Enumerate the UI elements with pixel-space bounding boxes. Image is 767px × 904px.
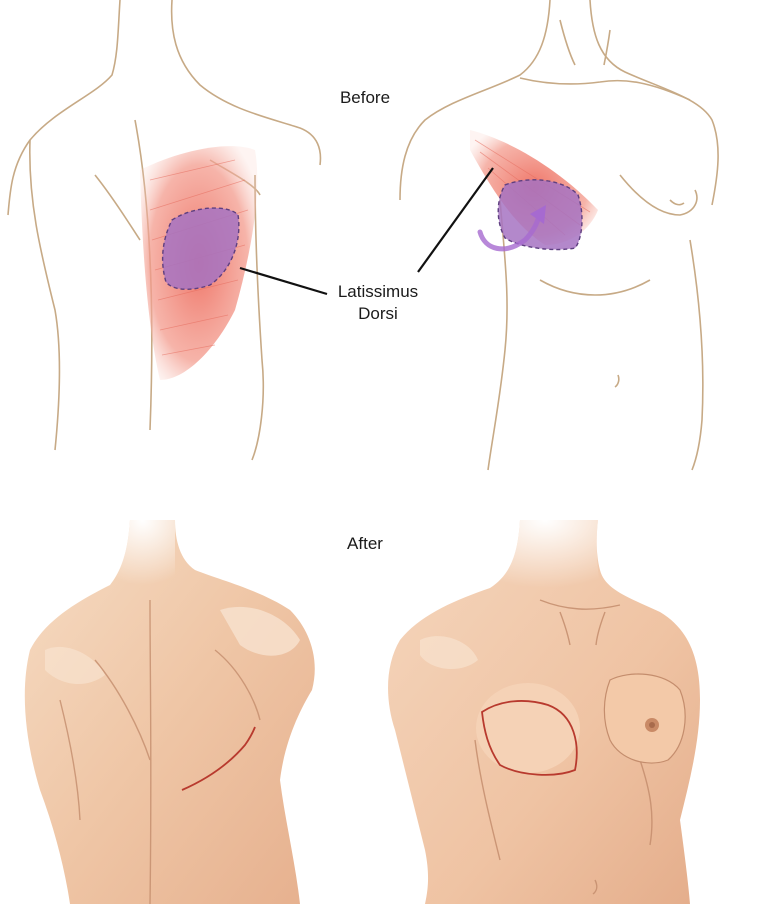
after-front-view bbox=[388, 520, 700, 904]
after-back-view bbox=[25, 520, 315, 904]
before-label: Before bbox=[310, 87, 420, 109]
leader-line-back bbox=[240, 268, 327, 294]
muscle-label-line1: Latissimus bbox=[318, 281, 438, 303]
natural-breast bbox=[604, 674, 685, 763]
reconstructed-breast bbox=[476, 683, 580, 773]
muscle-label-line2: Dorsi bbox=[318, 303, 438, 325]
latissimus-dorsi-label: Latissimus Dorsi bbox=[318, 281, 438, 325]
after-label: After bbox=[310, 533, 420, 555]
leader-line-front bbox=[418, 168, 493, 272]
